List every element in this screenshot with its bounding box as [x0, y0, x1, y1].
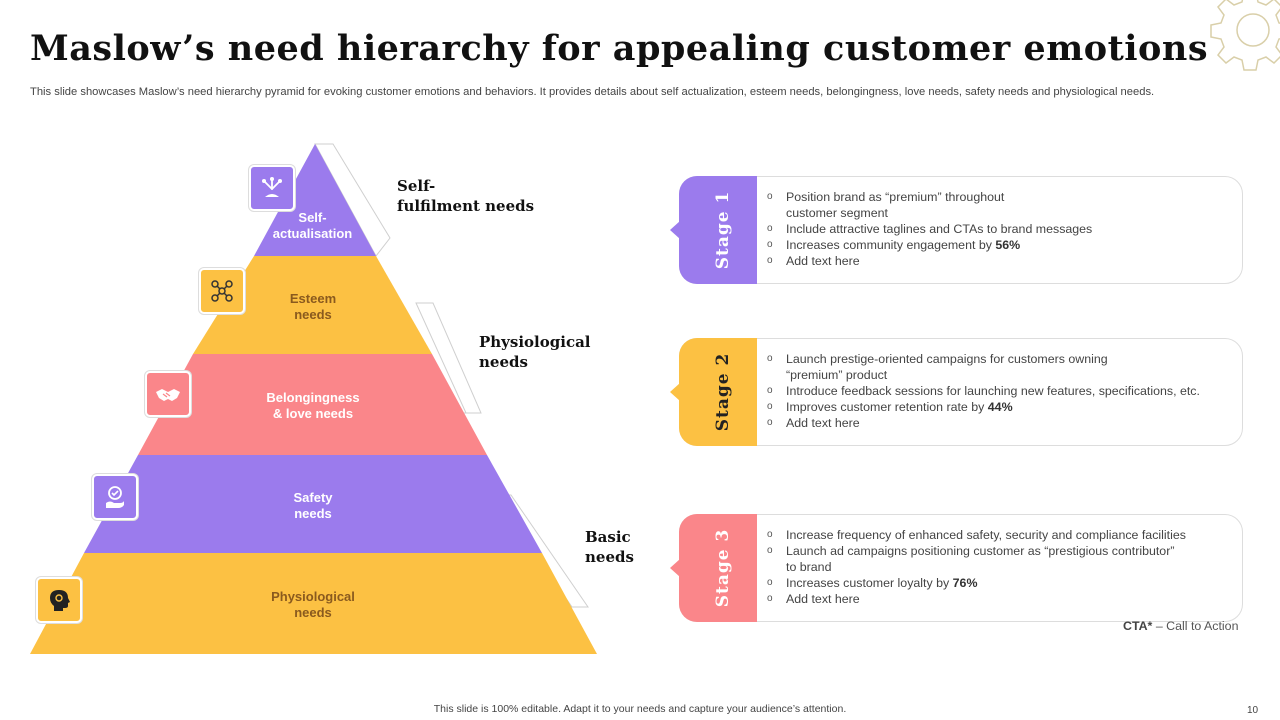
- icon-box-physiological: [36, 577, 82, 623]
- handshake-icon: [156, 389, 180, 401]
- bullet-marker: o: [767, 385, 773, 396]
- slide-title: Maslow’s need hierarchy for appealing cu…: [30, 28, 1209, 69]
- gear-icon: [1210, 0, 1280, 71]
- layer-label-belongingness: Belongingness & love needs: [266, 390, 360, 421]
- bullet-marker: o: [767, 593, 773, 604]
- bullet-continuation: customer segment: [786, 206, 888, 220]
- stage-tab-notch: [670, 383, 680, 401]
- stage-card-body: [679, 176, 1243, 284]
- head-profile-icon: [50, 590, 70, 611]
- layer-label-physiological: Physiological needs: [271, 589, 355, 620]
- icon-box-esteem: [199, 268, 245, 314]
- group-label-self-fulfilment: Self- fulfilment needs: [397, 177, 535, 215]
- page-number: 10: [1247, 705, 1259, 716]
- layer-label-esteem: Esteem needs: [289, 291, 337, 322]
- stage-card-body: [679, 338, 1243, 446]
- icon-box-belongingness: [145, 371, 191, 417]
- bullet-marker: o: [767, 223, 773, 234]
- bullet-continuation: to brand: [786, 560, 832, 574]
- pyramid-layer-safety: [84, 455, 542, 553]
- bullet-marker: o: [767, 577, 773, 588]
- icon-box-self-actualisation: [249, 165, 295, 211]
- layer-label-self-actualisation: Self- actualisation: [272, 210, 353, 241]
- bullet-marker: o: [767, 255, 773, 266]
- hand-shield-icon: [106, 486, 124, 508]
- pyramid-layer-physiological: [30, 553, 597, 654]
- bullet-marker: o: [767, 529, 773, 540]
- bullet-marker: o: [767, 239, 773, 250]
- stage-tab: Stage 3: [670, 514, 757, 622]
- stage-label: Stage 2: [713, 352, 733, 432]
- group-label-basic: Basic needs: [585, 528, 634, 566]
- pyramid-layer-belongingness: [138, 354, 487, 455]
- stage-label: Stage 3: [713, 528, 733, 608]
- stage-tab-notch: [670, 559, 680, 577]
- bullet-continuation: “premium” product: [786, 368, 888, 382]
- pyramid-layer-esteem: [193, 256, 432, 354]
- cta-footnote: CTA* – Call to Action: [1123, 619, 1239, 633]
- pyramid-graphic: [30, 143, 597, 654]
- slide-footer: This slide is 100% editable. Adapt it to…: [433, 703, 847, 715]
- layer-label-safety: Safety needs: [293, 490, 333, 521]
- bullet-marker: o: [767, 545, 773, 556]
- bullet-marker: o: [767, 191, 773, 202]
- bullet-marker: o: [767, 401, 773, 412]
- icon-box-safety: [92, 474, 138, 520]
- stage-card-body: [679, 514, 1243, 622]
- stage-label: Stage 1: [713, 190, 733, 270]
- bullet-marker: o: [767, 353, 773, 364]
- group-label-physiological: Physiological needs: [479, 333, 591, 371]
- stage-tab: Stage 2: [670, 338, 757, 446]
- stage-tab: Stage 1: [670, 176, 757, 284]
- network-nodes-icon: [211, 280, 233, 302]
- slide-subtitle: This slide showcases Maslow’s need hiera…: [30, 86, 1155, 98]
- hand-holding-star-icon: [262, 177, 282, 197]
- bracket-physiological: [415, 302, 482, 414]
- pyramid-layer-self-actualisation: [254, 144, 376, 256]
- stage-tab-notch: [670, 221, 680, 239]
- bullet-marker: o: [767, 417, 773, 428]
